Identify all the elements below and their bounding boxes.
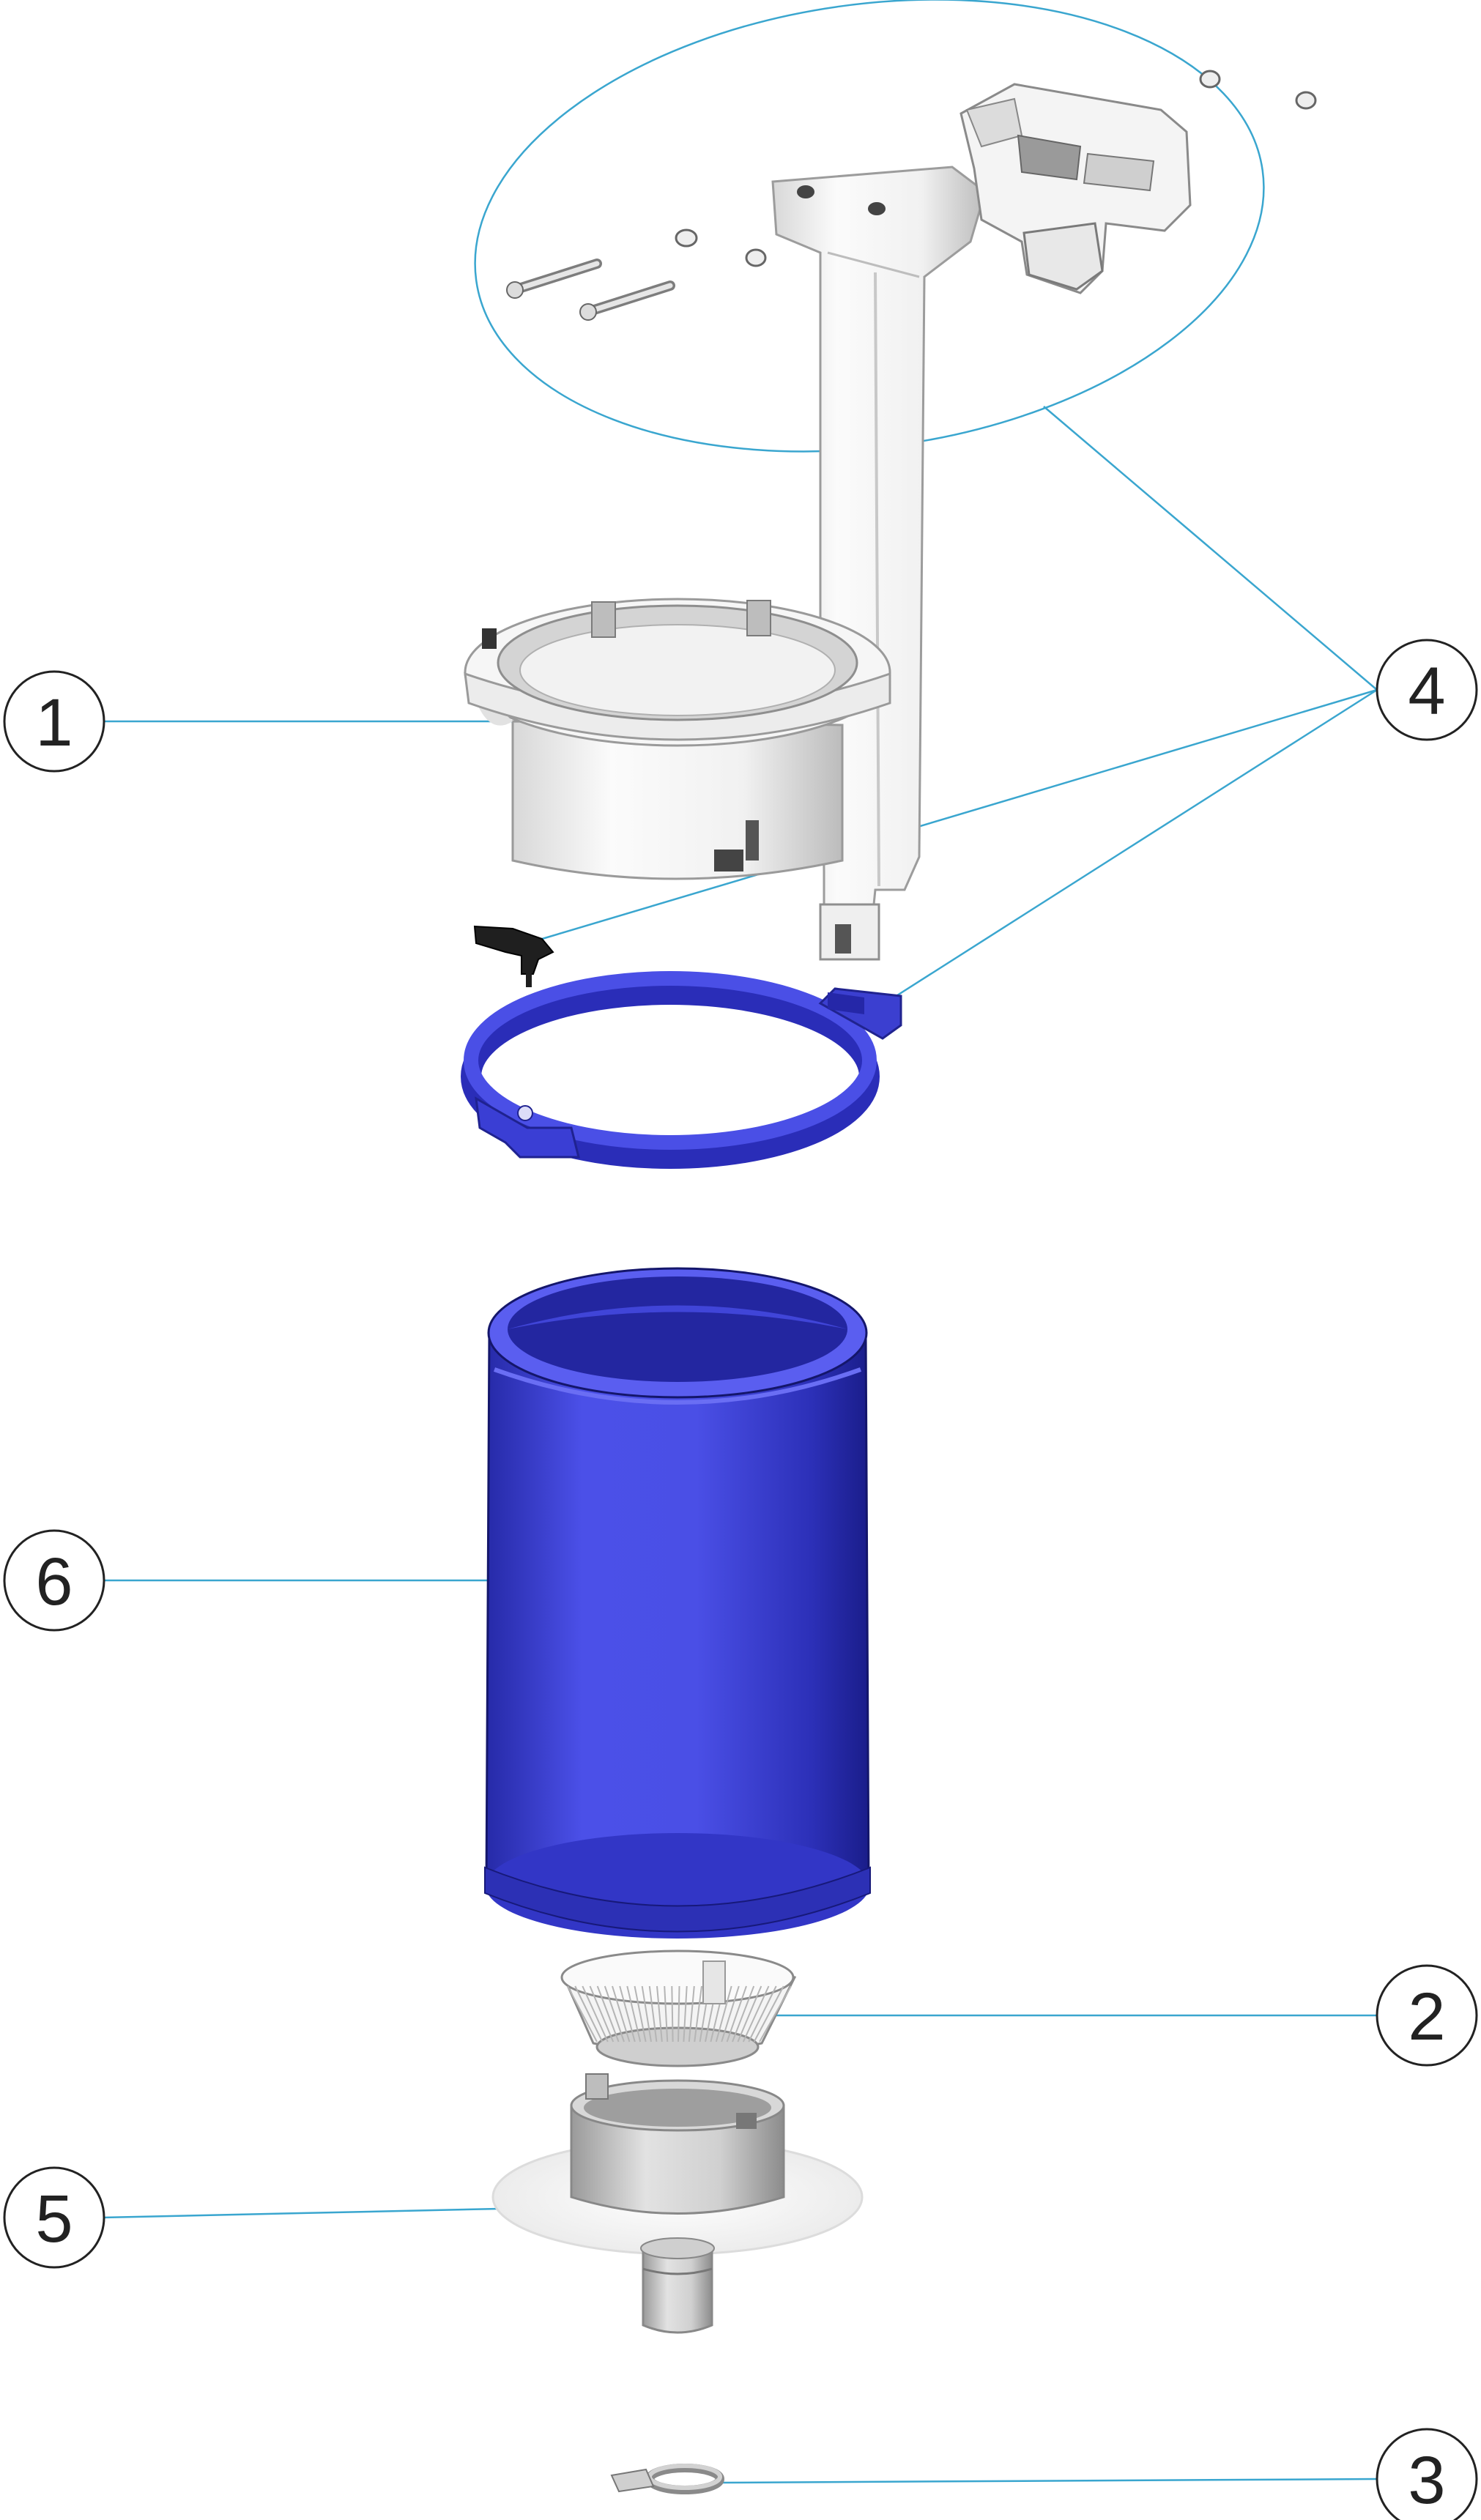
strainer-slot: [683, 1985, 688, 2043]
clamp-ring: [461, 971, 902, 1169]
strainer-slot: [721, 1985, 740, 2043]
leader-line-4c: [878, 688, 1378, 1008]
base-socket: [491, 2073, 864, 2334]
strainer-slot: [634, 1985, 647, 2043]
callout-label: 4: [1408, 654, 1445, 729]
leader-line-3: [721, 2478, 1378, 2484]
strainer-slot: [582, 1985, 609, 2043]
strainer-slot: [737, 1985, 762, 2043]
strainer-slot: [574, 1985, 604, 2043]
leader-line-4b: [534, 688, 1378, 943]
strainer-slot: [612, 1985, 631, 2043]
strainer-cone: [560, 1950, 797, 2067]
strainer-slot: [715, 1985, 732, 2043]
callout-label: 1: [35, 685, 73, 760]
strainer-slot: [641, 1985, 652, 2043]
strainer-slot: [626, 1985, 642, 2043]
callout-circle: [3, 2166, 105, 2269]
strainer-slot: [688, 1985, 695, 2043]
strainer-slot: [732, 1985, 755, 2043]
strainer-slot: [742, 1985, 770, 2043]
callout-3: 3: [1376, 2428, 1478, 2520]
strainer-slot: [656, 1985, 663, 2043]
strainer-slot: [678, 1985, 680, 2043]
strainer-slot: [596, 1985, 620, 2043]
locking-key: [473, 925, 554, 987]
callout-label: 6: [35, 1545, 73, 1619]
callout-circle: [3, 670, 105, 773]
callout-circle: [1376, 639, 1478, 741]
strainer-slot: [604, 1985, 625, 2043]
screw-left-1: [506, 259, 602, 299]
strainer-slot: [748, 1985, 777, 2043]
callout-2: 2: [1376, 1964, 1478, 2067]
callout-label: 3: [1408, 2443, 1445, 2518]
strainer-slot: [726, 1985, 747, 2043]
strainer-slot: [589, 1985, 615, 2043]
strainer-slot: [753, 1985, 784, 2043]
callout-label: 2: [1408, 1980, 1445, 2054]
callout-1: 1: [3, 670, 105, 773]
callout-4: 4: [1376, 639, 1478, 741]
nuts: [675, 70, 1317, 267]
strainer-slot: [694, 1985, 702, 2043]
leader-line-4a: [1043, 406, 1378, 691]
strainer-slot: [567, 1985, 598, 2043]
strainer-slot: [664, 1985, 669, 2043]
callout-circle: [3, 1529, 105, 1632]
leader-lines: [102, 0, 1378, 2484]
callout-circle: [1376, 1964, 1478, 2067]
callout-circle: [1376, 2428, 1478, 2520]
callout-5: 5: [3, 2166, 105, 2269]
strainer-slot: [648, 1985, 658, 2043]
screw-left-2: [579, 280, 675, 321]
strainer-slot: [619, 1985, 636, 2043]
strainer-slot: [759, 1985, 792, 2043]
canister-body: [484, 1267, 871, 1939]
callout-label: 5: [35, 2182, 73, 2256]
callout-6: 6: [3, 1529, 105, 1632]
hose-clamp: [610, 2464, 724, 2494]
basket-ring: [464, 598, 891, 880]
